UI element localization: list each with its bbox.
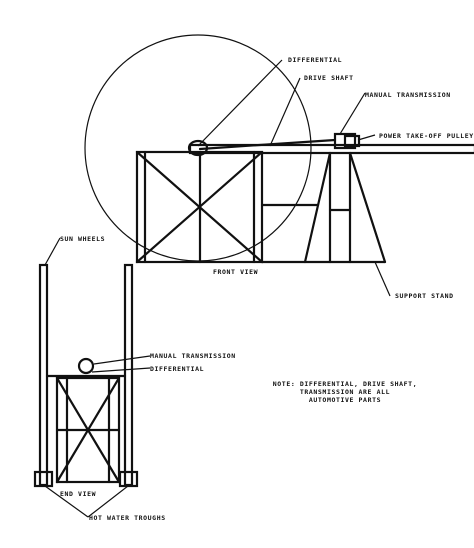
- trough-right: [118, 470, 139, 488]
- note-block: NOTE: DIFFERENTIAL, DRIVE SHAFT, TRANSMI…: [270, 380, 420, 404]
- front-view-drawing: [84, 34, 474, 297]
- label-power-takeoff-pulley: POWER TAKE-OFF PULLEY: [379, 132, 474, 140]
- sun-wheel-right: [123, 263, 134, 487]
- label-hot-water-troughs: HOT WATER TROUGHS: [89, 514, 166, 522]
- label-drive-shaft: DRIVE SHAFT: [304, 74, 354, 82]
- label-manual-transmission-end: MANUAL TRANSMISSION: [150, 352, 236, 360]
- note-line-1: NOTE: DIFFERENTIAL, DRIVE SHAFT,: [272, 380, 418, 388]
- sun-wheel-circle: [84, 34, 312, 262]
- note-line-3: AUTOMOTIVE PARTS: [308, 396, 382, 404]
- label-front-view: FRONT VIEW: [213, 268, 259, 276]
- note-line-2: TRANSMISSION ARE ALL: [299, 388, 391, 396]
- label-end-view: END VIEW: [60, 490, 97, 498]
- label-sun-wheels: SUN WHEELS: [60, 235, 106, 243]
- support-stand: [260, 151, 387, 264]
- sun-wheel-left: [38, 263, 49, 487]
- manual-transmission-box: [333, 132, 357, 150]
- label-support-stand: SUPPORT STAND: [395, 292, 454, 300]
- label-differential-front: DIFFERENTIAL: [288, 56, 343, 64]
- end-view-drawing: [33, 237, 151, 518]
- differential-front: [187, 139, 209, 157]
- trough-left: [33, 470, 54, 488]
- label-manual-transmission-front: MANUAL TRANSMISSION: [365, 91, 451, 99]
- manual-transmission-end: [77, 357, 95, 375]
- label-differential-end: DIFFERENTIAL: [150, 365, 205, 373]
- power-takeoff-pulley: [343, 134, 361, 148]
